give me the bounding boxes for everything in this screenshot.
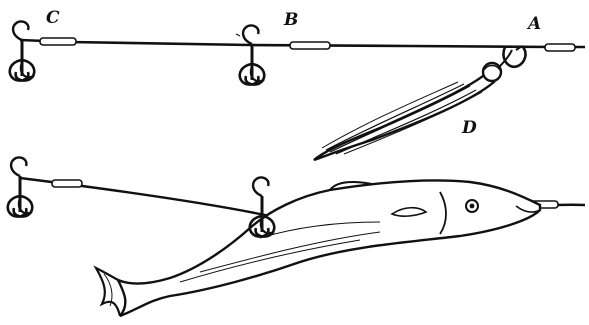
treble-hook-end [8,157,33,216]
top-tackle [10,21,585,160]
treble-hook-c [10,21,35,80]
treble-hook-b [240,25,265,84]
label-b: B [284,12,298,29]
top-line-wrap-1 [40,38,76,45]
label-d: D [462,120,477,137]
top-line-wrap-3 [545,44,575,51]
bottom-tackle [8,157,585,316]
label-a: A [528,16,541,33]
spinner-lure-d [314,50,512,160]
bait-fish [96,180,540,316]
single-hook-a [503,46,525,67]
label-c: C [46,10,60,27]
stray-mark [236,34,240,36]
top-line-wrap-2 [290,42,330,49]
bottom-line-wrap-1 [52,180,82,187]
